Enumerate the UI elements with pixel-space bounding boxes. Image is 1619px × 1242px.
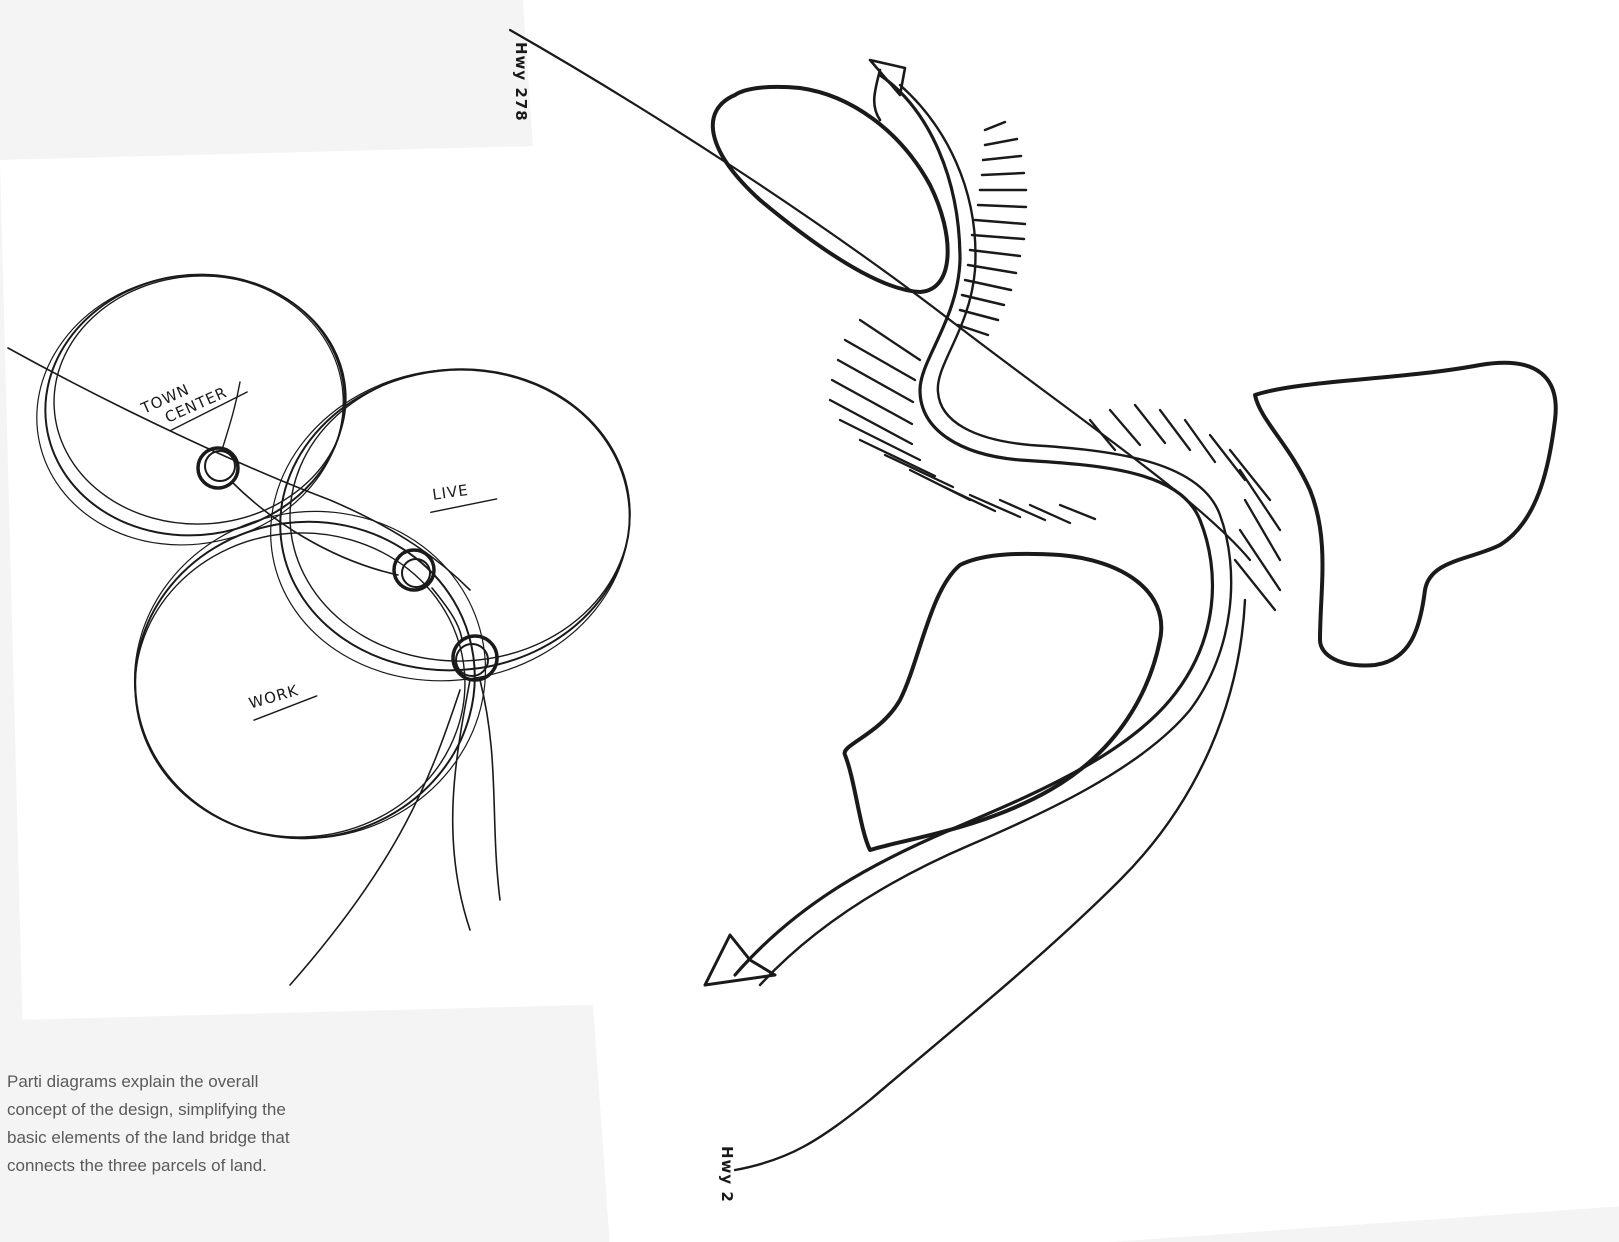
hwy-278-label: Hwy 278 xyxy=(512,42,530,122)
highway-line xyxy=(510,30,1250,560)
diagram-caption: Parti diagrams explain the overall conce… xyxy=(7,1068,317,1180)
hwy-2-label: Hwy 2 xyxy=(718,1146,736,1203)
connector-line xyxy=(232,482,500,985)
right-parcel xyxy=(1255,363,1556,666)
hatch-middle xyxy=(830,320,1095,523)
upper-parcel xyxy=(713,87,948,292)
live-label: LIVE xyxy=(427,477,497,512)
right-parti-diagram: Hwy 278 Hwy 2 xyxy=(510,30,1556,1203)
lower-road-line xyxy=(735,600,1245,1170)
work-circle xyxy=(104,479,516,871)
land-bridge-path-edge xyxy=(760,85,1231,985)
live-circle xyxy=(246,341,654,709)
town-center-label: TOWN CENTER xyxy=(137,359,248,438)
left-parti-diagram: TOWN CENTER LIVE WORK xyxy=(8,247,654,985)
hatch-right xyxy=(1090,405,1280,610)
north-arrow-icon xyxy=(870,60,905,120)
live-label-text: LIVE xyxy=(431,481,470,504)
land-bridge-path xyxy=(735,75,1212,975)
work-label-text: WORK xyxy=(247,681,301,712)
work-label: WORK xyxy=(247,677,319,720)
